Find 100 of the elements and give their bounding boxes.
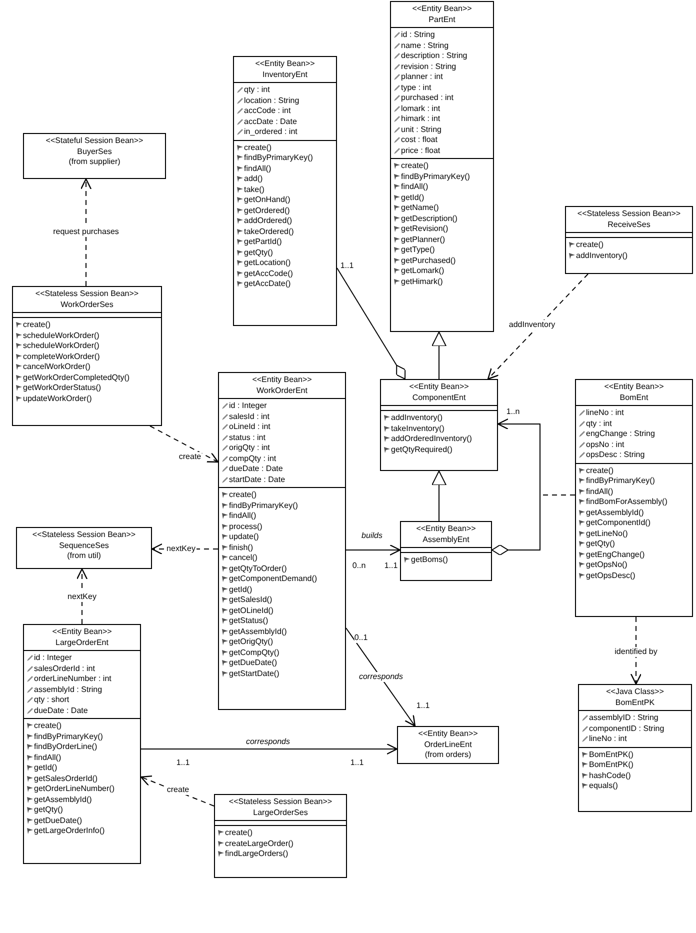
class-name: ComponentEnt — [412, 392, 466, 403]
method-label: getName() — [401, 203, 439, 214]
method-label: findByPrimaryKey() — [229, 500, 298, 511]
attribute-label: location : String — [244, 96, 300, 106]
class-box — [397, 726, 499, 764]
class-box — [380, 379, 498, 471]
attribute-label: himark : int — [401, 114, 440, 124]
attribute-label: startDate : Date — [229, 474, 286, 485]
attribute-label: revision : String — [401, 62, 456, 72]
edge-label: addInventory — [508, 320, 556, 330]
package-label: (from supplier) — [68, 157, 120, 168]
method-label: getRevision() — [401, 224, 448, 234]
class-name: BomEnt — [620, 392, 648, 403]
class-name: PartEnt — [428, 14, 456, 25]
dependency-arrow — [487, 274, 588, 380]
class-box — [214, 794, 347, 878]
method-label: getLargeOrderInfo() — [34, 826, 105, 836]
method-label: getEngChange() — [586, 550, 645, 560]
method-label: create() — [225, 828, 253, 838]
class-box — [233, 56, 337, 326]
method-label: process() — [229, 522, 262, 532]
edge-label: create — [166, 785, 190, 795]
method-label: create() — [401, 161, 429, 172]
method-label: findByPrimaryKey() — [34, 732, 103, 742]
method-label: findByPrimaryKey() — [244, 153, 313, 164]
stereotype-label: <<Java Class>> — [606, 687, 664, 698]
attribute-label: opsDesc : String — [586, 450, 645, 460]
method-label: getOrderLineNumber() — [34, 784, 114, 794]
method-label: findLargeOrders() — [225, 849, 288, 860]
method-label: equals() — [589, 781, 618, 792]
edge-label: request purchases — [52, 227, 120, 237]
class-name: SequenceSes — [59, 540, 109, 551]
method-label: getId() — [229, 584, 252, 595]
method-label: getAssemblyId() — [34, 794, 92, 805]
method-label: findByPrimaryKey() — [401, 172, 470, 182]
method-label: update() — [229, 532, 259, 542]
method-label: getSalesId() — [229, 595, 272, 606]
attribute-label: opsNo : int — [586, 440, 624, 450]
method-label: getAssemblyId() — [229, 626, 287, 637]
attribute-label: qty : int — [244, 85, 270, 96]
generalization-arrow — [432, 470, 446, 522]
method-label: cancelWorkOrder() — [23, 362, 90, 372]
attribute-label: price : float — [401, 146, 440, 156]
multiplicity-label: 1..1 — [350, 758, 364, 768]
method-label: getComponentId() — [586, 518, 650, 528]
stereotype-label: <<Stateless Session Bean>> — [577, 209, 681, 220]
method-label: getId() — [401, 192, 424, 203]
multiplicity-label: 1..1 — [416, 701, 430, 711]
stereotype-label: <<Entity Bean>> — [255, 59, 315, 70]
method-label: scheduleWorkOrder() — [23, 341, 100, 352]
method-label: addInventory() — [391, 413, 443, 424]
multiplicity-label: 0..1 — [354, 633, 368, 643]
method-label: getDescription() — [401, 214, 458, 224]
multiplicity-label: 1..n — [506, 407, 520, 417]
aggregation-line — [336, 268, 406, 380]
attribute-label: lineNo : int — [589, 734, 627, 744]
method-label: create() — [229, 490, 257, 500]
class-box — [400, 521, 492, 581]
method-label: getLineNo() — [586, 528, 628, 539]
method-label: getQtyToOrder() — [229, 564, 287, 574]
method-label: takeInventory() — [391, 424, 444, 434]
stereotype-label: <<Entity Bean>> — [416, 524, 476, 534]
method-label: getPartId() — [244, 237, 282, 248]
method-label: getAccDate() — [244, 279, 291, 290]
method-label: createLargeOrder() — [225, 838, 294, 849]
method-label: getAssemblyId() — [586, 508, 644, 518]
method-label: addOrderedInventory() — [391, 434, 472, 444]
attribute-label: id : Integer — [34, 653, 72, 664]
generalization-arrow — [432, 332, 446, 380]
package-label: (from orders) — [424, 750, 472, 760]
method-label: getWorkOrderCompletedQty() — [23, 372, 130, 383]
attribute-label: cost : float — [401, 135, 438, 146]
method-label: findBomForAssembly() — [586, 497, 668, 508]
class-box — [23, 133, 166, 179]
stereotype-label: <<Entity Bean>> — [418, 729, 478, 740]
method-label: findByOrderLine() — [34, 742, 98, 752]
method-label: getOpsNo() — [586, 560, 628, 570]
attribute-label: status : int — [229, 432, 266, 443]
attribute-label: lineNo : int — [586, 408, 624, 418]
method-label: create() — [34, 721, 62, 732]
method-label: create() — [244, 142, 272, 153]
multiplicity-label: 1..1 — [384, 561, 398, 571]
method-label: findByPrimaryKey() — [586, 476, 655, 486]
method-label: getPurchased() — [401, 256, 456, 266]
attribute-label: planner : int — [401, 72, 443, 82]
class-box — [218, 372, 346, 710]
edge-label: identified by — [614, 647, 658, 657]
association-arrow — [346, 544, 401, 556]
method-label: BomEntPK() — [589, 760, 634, 770]
attribute-label: in_ordered : int — [244, 127, 298, 138]
method-label: getSalesOrderId() — [34, 774, 98, 784]
class-name: AssemblyEnt — [422, 534, 470, 545]
attribute-label: qty : short — [34, 695, 70, 706]
attribute-label: oLineId : int — [229, 422, 270, 432]
stereotype-label: <<Stateless Session Bean>> — [32, 530, 136, 540]
attribute-label: componentID : String — [589, 724, 664, 734]
class-name: LargeOrderSes — [253, 808, 308, 818]
class-box — [390, 1, 494, 332]
attribute-label: orderLineNumber : int — [34, 674, 112, 684]
method-label: getAccCode() — [244, 268, 293, 279]
